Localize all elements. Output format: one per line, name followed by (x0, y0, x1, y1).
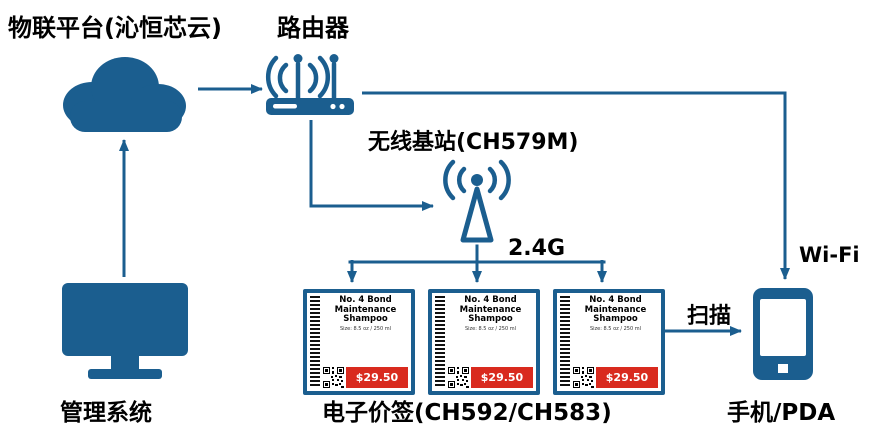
edge-router-to-basestation (309, 120, 434, 211)
label-base-station: 无线基站(CH579M) (368, 130, 579, 155)
esl-product-name: No. 4 Bond Maintenance Shampoo (459, 295, 522, 325)
esl-price: $29.50 (596, 367, 658, 388)
qr-code-icon (573, 367, 594, 388)
esl-size-text: Size: 8.5 oz / 250 ml (464, 325, 517, 332)
label-router: 路由器 (277, 14, 349, 42)
label-management-system: 管理系统 (60, 400, 152, 426)
edge-basestation-stem (348, 244, 606, 264)
esl-name-line1: No. 4 Bond (339, 295, 392, 305)
esl-name-line1: No. 4 Bond (464, 295, 517, 305)
esl-bottom-row: $29.50 (573, 367, 658, 388)
qr-code-icon (323, 367, 344, 388)
phone-screen (760, 299, 806, 356)
esl-name-line3: Shampoo (468, 314, 513, 325)
phone-home-button (778, 364, 788, 373)
esl-name-line3: Shampoo (593, 314, 638, 325)
esl-tag-2: No. 4 Bond Maintenance Shampoo Size: 8.5… (428, 289, 540, 395)
esl-bottom-row: $29.50 (323, 367, 408, 388)
esl-size-text: Size: 8.5 oz / 250 ml (339, 325, 392, 332)
base-station-icon (443, 159, 511, 243)
esl-name-line3: Shampoo (343, 314, 388, 325)
computer-icon (62, 283, 188, 383)
esl-content: No. 4 Bond Maintenance Shampoo Size: 8.5… (573, 295, 658, 388)
monitor-stand (111, 356, 139, 369)
barcode-icon (560, 296, 570, 388)
esl-tag-3: No. 4 Bond Maintenance Shampoo Size: 8.5… (553, 289, 665, 395)
label-iot-platform: 物联平台(沁恒芯云) (8, 14, 222, 42)
label-frequency: 2.4G (508, 236, 566, 261)
esl-name-line2: Maintenance (584, 304, 647, 315)
esl-content: No. 4 Bond Maintenance Shampoo Size: 8.5… (323, 295, 408, 388)
esl-bottom-row: $29.50 (448, 367, 533, 388)
esl-name-line2: Maintenance (459, 304, 522, 315)
monitor-screen (62, 283, 188, 356)
esl-price: $29.50 (471, 367, 533, 388)
esl-product-name: No. 4 Bond Maintenance Shampoo (334, 295, 397, 325)
esl-tag-1: No. 4 Bond Maintenance Shampoo Size: 8.5… (303, 289, 415, 395)
monitor-base (88, 369, 162, 379)
barcode-icon (435, 296, 445, 388)
label-scan: 扫描 (687, 304, 732, 329)
edge-router-to-phone (362, 91, 790, 280)
barcode-icon (310, 296, 320, 388)
label-esl: 电子价签(CH592/CH583) (322, 400, 612, 426)
cloud-icon (63, 57, 186, 132)
phone-icon (753, 288, 813, 380)
esl-price: $29.50 (346, 367, 408, 388)
esl-content: No. 4 Bond Maintenance Shampoo Size: 8.5… (448, 295, 533, 388)
qr-code-icon (448, 367, 469, 388)
label-phone: 手机/PDA (727, 400, 836, 426)
esl-name-line1: No. 4 Bond (589, 295, 642, 305)
esl-size-text: Size: 8.5 oz / 250 ml (589, 325, 642, 332)
esl-product-name: No. 4 Bond Maintenance Shampoo (584, 295, 647, 325)
router-icon (265, 54, 354, 115)
label-wifi: Wi-Fi (799, 243, 860, 267)
esl-name-line2: Maintenance (334, 304, 397, 315)
